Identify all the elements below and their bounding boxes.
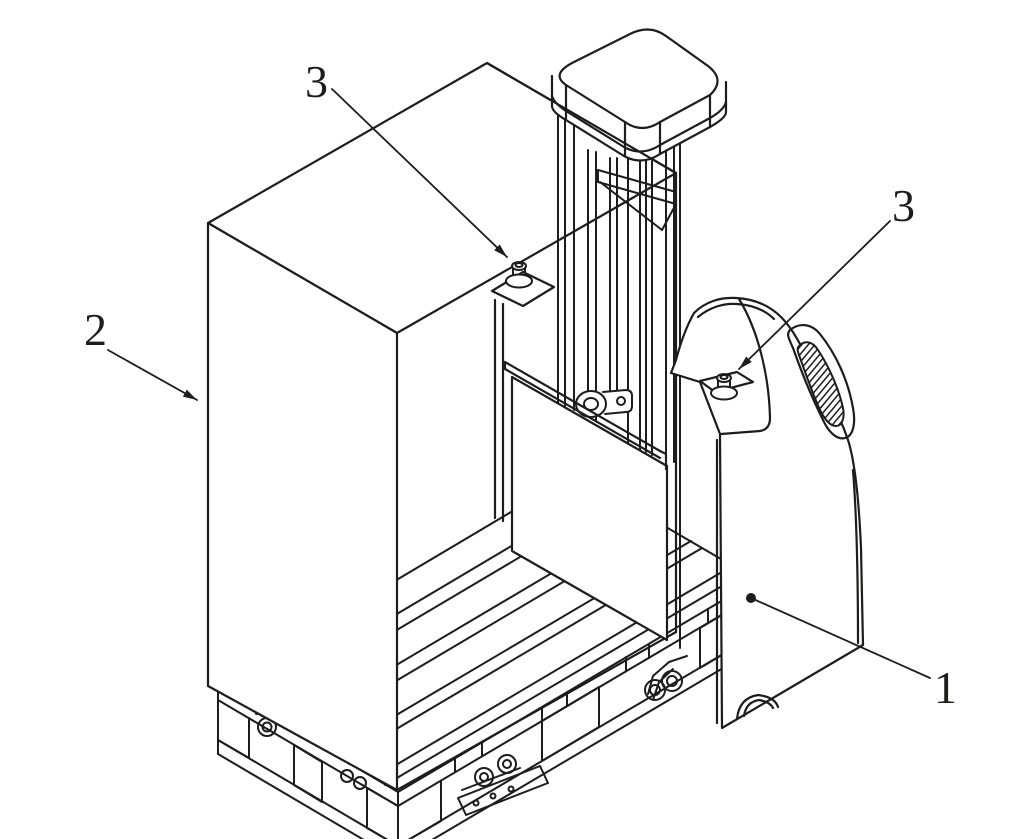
cowl-seam: [696, 302, 776, 321]
body-right-edge-inner: [851, 468, 860, 645]
leader-line-2: [107, 349, 198, 401]
fork-heel-bracket: [647, 655, 688, 695]
callout-label-1: 1: [934, 662, 957, 713]
mast-top-cap: [550, 28, 728, 162]
lift-chain-roller: [575, 388, 633, 418]
handle-recess: [787, 324, 856, 440]
mast-cross-member: [597, 169, 677, 231]
fork-pin: [340, 769, 354, 783]
callout-load: 2: [84, 304, 198, 401]
callout-lifting-point-rear: 3: [738, 180, 915, 370]
wheel-arch: [735, 693, 780, 721]
callout-label-3-front: 3: [305, 56, 328, 107]
lifting-eye-bolt-front: [505, 261, 533, 289]
cowl-crease: [719, 297, 772, 436]
fork-heel-bracket-inner: [652, 668, 674, 701]
leader-line-3-rear: [738, 220, 891, 370]
mast-rails: [557, 114, 681, 649]
load-box-bottom-right-edge: [395, 630, 678, 792]
truck-body: [669, 296, 865, 730]
load-box-back-edge-overlay: [485, 61, 678, 175]
backrest-plate: [510, 375, 669, 642]
fork-tip-linkage: [457, 754, 549, 816]
handle-recess-rim: [787, 324, 856, 440]
leader-line-3-front: [331, 88, 508, 258]
fork-pin: [353, 776, 367, 790]
callout-label-2: 2: [84, 304, 107, 355]
callouts: 2 3 3 1: [84, 56, 957, 713]
lifting-eye-bolt-rear: [710, 373, 738, 401]
cap-corner-edges: [564, 83, 712, 158]
callout-truck: 1: [746, 593, 957, 713]
handle-slot-hatched: [796, 341, 845, 427]
callout-lifting-point-front: 3: [305, 56, 508, 258]
pallet-front-left-face: [217, 685, 399, 839]
callout-label-3-rear: 3: [892, 180, 915, 231]
pallet-front-right-face: [397, 593, 758, 839]
mast: [557, 114, 681, 649]
leader-line-1: [750, 597, 931, 679]
carriage-left-upright: [493, 298, 505, 523]
fork-carriage-backrest: [490, 261, 669, 642]
backrest-top-rail: [503, 360, 668, 471]
